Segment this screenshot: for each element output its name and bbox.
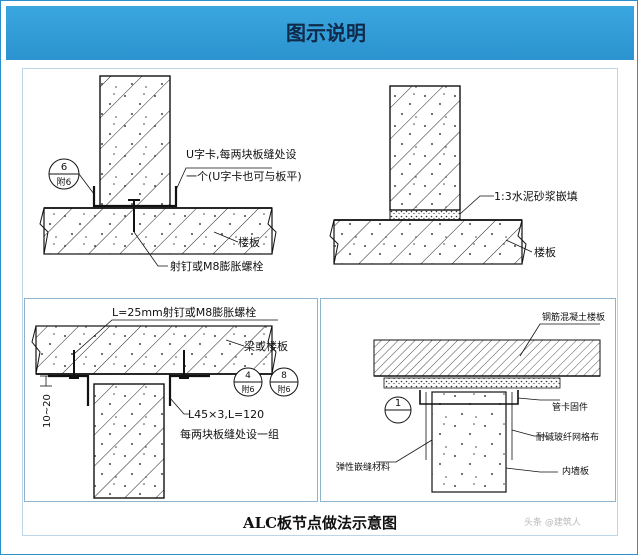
- panel1-drawing: 6 附6 U字卡,每两块板缝处设 一个(U字卡也可与板平) 楼板 射钉或M8膨胀…: [39, 75, 302, 273]
- p4-slab: [373, 339, 601, 377]
- p4-clip: [419, 390, 519, 405]
- p2-mortar-joint: [389, 209, 461, 221]
- p3-tag2-bottom: 附6: [277, 384, 290, 394]
- p3-spec-label: L=25mm射钉或M8膨胀螺栓: [112, 305, 256, 319]
- p2-mortar-label: 1:3水泥砂浆嵌填: [494, 189, 578, 203]
- p3-dim-label: 10~20: [42, 394, 53, 428]
- p4-slab-label: 钢筋混凝土楼板: [542, 311, 605, 323]
- p4-mesh-label: 耐碱玻纤网格布: [536, 431, 599, 443]
- p3-per-seam-label: 每两块板缝处设一组: [180, 427, 279, 441]
- p4-filler-label: 弹性嵌缝材料: [336, 461, 390, 473]
- panel2-drawing: 1:3水泥砂浆嵌填 楼板: [329, 85, 578, 265]
- p3-tag2-top: 8: [281, 371, 287, 381]
- p4-filler-strip: [383, 377, 561, 389]
- p3-angle-left: [48, 374, 90, 406]
- p1-tag-top: 6: [61, 162, 67, 173]
- p3-tag1-bottom: 附6: [241, 384, 254, 394]
- p3-beam-label: 梁或楼板: [244, 339, 288, 353]
- p1-u-clip-label-1: U字卡,每两块板缝处设: [186, 147, 297, 161]
- p1-floor-label: 楼板: [238, 235, 260, 249]
- p4-wall-label: 内墙板: [562, 465, 589, 477]
- panel3-drawing: 10~20 L=25mm射钉或M8膨胀螺栓 梁或楼板 4 附6 8 附6 L45…: [31, 305, 299, 499]
- header-banner: 图示说明: [6, 6, 634, 60]
- p2-floor-label: 楼板: [534, 245, 556, 259]
- header-title: 图示说明: [286, 21, 366, 45]
- p1-anchor-label: 射钉或M8膨胀螺栓: [170, 259, 264, 273]
- p3-tag1-top: 4: [245, 371, 251, 381]
- p3-angle-label: L45×3,L=120: [188, 408, 264, 421]
- p4-clip-label: 管卡固件: [552, 401, 588, 413]
- p1-u-clip-label-2: 一个(U字卡也可与板平): [186, 169, 302, 183]
- p4-tag-top: 1: [395, 398, 401, 409]
- p3-angle-right: [168, 374, 210, 406]
- figure-caption: ALC板节点做法示意图: [242, 514, 398, 532]
- watermark: 头条 @建筑人: [524, 518, 581, 528]
- p1-tag-bottom: 附6: [57, 176, 72, 188]
- panel4-drawing: 1 钢筋混凝土楼板 管卡固件 耐碱玻纤网格布 内墙板 弹性嵌缝材料: [336, 311, 605, 493]
